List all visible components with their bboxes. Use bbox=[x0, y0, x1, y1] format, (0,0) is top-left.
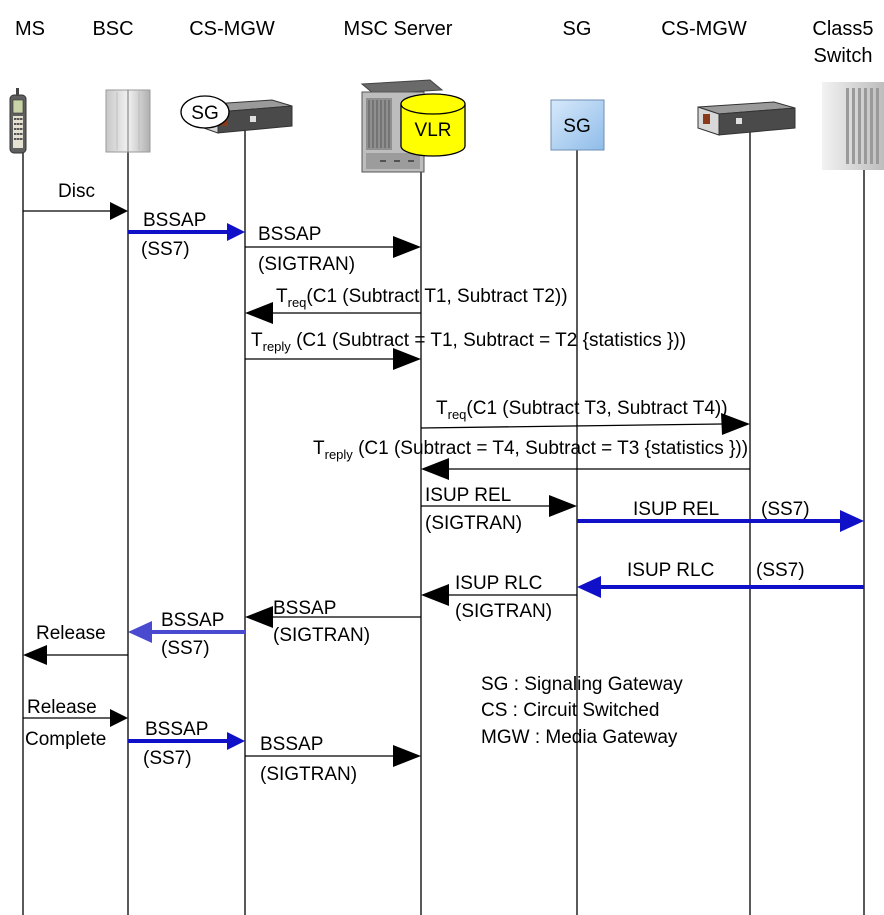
legend: SG : Signaling Gateway CS : Circuit Swit… bbox=[481, 674, 683, 748]
sg-badge-label: SG bbox=[191, 103, 218, 124]
msg-bssap-sigtran-3-line2: (SIGTRAN) bbox=[260, 764, 357, 785]
msg-bssap-sigtran-1: BSSAP (SIGTRAN) bbox=[245, 224, 421, 275]
msg-isup-rel-ss7: ISUP REL (SS7) bbox=[577, 499, 864, 532]
msg-release-complete-line1: Release bbox=[27, 697, 97, 718]
msg-disc-label: Disc bbox=[58, 181, 95, 202]
vlr-label: VLR bbox=[415, 120, 452, 141]
header-class5-line2: Switch bbox=[814, 45, 873, 67]
msg-isup-rlc-sigtran-line1: ISUP RLC bbox=[455, 573, 542, 594]
class5-switch-building-icon bbox=[822, 82, 884, 170]
header-cs-mgw-1: CS-MGW bbox=[189, 18, 275, 40]
header-ms: MS bbox=[15, 18, 45, 40]
msg-treply-2: Treply (C1 (Subtract = T4, Subtract = T3… bbox=[313, 438, 750, 480]
msg-disc: Disc bbox=[23, 181, 128, 220]
msg-bssap-ss7-3: BSSAP (SS7) bbox=[128, 719, 245, 769]
msg-isup-rel-ss7-tag: (SS7) bbox=[761, 499, 810, 520]
media-gateway-icon-2 bbox=[697, 101, 796, 136]
msg-isup-rel-sigtran: ISUP REL (SIGTRAN) bbox=[421, 485, 577, 534]
header-cs-mgw-2: CS-MGW bbox=[661, 18, 747, 40]
legend-mgw: MGW : Media Gateway bbox=[481, 727, 678, 748]
signaling-gateway-box: SG bbox=[550, 99, 605, 151]
msg-bssap-ss7-2-line1: BSSAP bbox=[161, 610, 224, 631]
msg-treq-1: Treq(C1 (Subtract T1, Subtract T2)) bbox=[245, 286, 568, 324]
msg-bssap-ss7-3-line2: (SS7) bbox=[143, 748, 192, 769]
vlr-database-icon: VLR bbox=[400, 93, 466, 157]
msg-bssap-ss7-2: BSSAP (SS7) bbox=[128, 610, 245, 659]
msg-bssap-ss7-1-line2: (SS7) bbox=[141, 239, 190, 260]
sg-badge: SG bbox=[180, 95, 230, 129]
msg-isup-rlc-sigtran: ISUP RLC (SIGTRAN) bbox=[421, 573, 577, 622]
msg-treply-1-label: Treply (C1 (Subtract = T1, Subtract = T2… bbox=[251, 330, 686, 354]
msg-bssap-sigtran-2-line1: BSSAP bbox=[273, 598, 336, 619]
msg-bssap-sigtran-2: BSSAP (SIGTRAN) bbox=[245, 598, 421, 646]
msg-bssap-ss7-3-line1: BSSAP bbox=[145, 719, 208, 740]
msg-release-label: Release bbox=[36, 623, 106, 644]
msg-treq-2: Treq(C1 (Subtract T3, Subtract T4)) bbox=[420, 398, 750, 435]
mobile-phone-icon bbox=[9, 88, 27, 154]
msg-isup-rel-sigtran-line1: ISUP REL bbox=[425, 485, 511, 506]
msg-release-complete: Release Complete bbox=[23, 697, 128, 750]
msg-isup-rel-ss7-label: ISUP REL bbox=[633, 499, 719, 520]
legend-sg: SG : Signaling Gateway bbox=[481, 674, 683, 695]
msg-bssap-sigtran-3: BSSAP (SIGTRAN) bbox=[245, 734, 421, 785]
sg-box-label: SG bbox=[563, 116, 590, 137]
msg-release: Release bbox=[23, 623, 128, 665]
msg-isup-rlc-sigtran-line2: (SIGTRAN) bbox=[455, 601, 552, 622]
bsc-cabinet-icon bbox=[105, 89, 151, 153]
msg-treply-1: Treply (C1 (Subtract = T1, Subtract = T2… bbox=[245, 330, 686, 370]
msg-bssap-sigtran-2-line2: (SIGTRAN) bbox=[273, 625, 370, 646]
msg-release-complete-line2: Complete bbox=[25, 729, 106, 750]
header-bsc: BSC bbox=[92, 18, 133, 40]
msg-treq-2-label: Treq(C1 (Subtract T3, Subtract T4)) bbox=[436, 398, 728, 422]
msg-treply-2-label: Treply (C1 (Subtract = T4, Subtract = T3… bbox=[313, 438, 748, 462]
legend-cs: CS : Circuit Switched bbox=[481, 700, 659, 721]
msg-isup-rlc-ss7: ISUP RLC (SS7) bbox=[577, 560, 864, 598]
msg-bssap-sigtran-3-line1: BSSAP bbox=[260, 734, 323, 755]
header-sg: SG bbox=[563, 18, 592, 40]
msg-treq-1-label: Treq(C1 (Subtract T1, Subtract T2)) bbox=[276, 286, 568, 310]
msg-isup-rlc-ss7-label: ISUP RLC bbox=[627, 560, 714, 581]
msg-bssap-ss7-2-line2: (SS7) bbox=[161, 638, 210, 659]
msg-isup-rlc-ss7-tag: (SS7) bbox=[756, 560, 805, 581]
msg-bssap-sigtran-1-line2: (SIGTRAN) bbox=[258, 254, 355, 275]
header-class5-line1: Class5 bbox=[812, 18, 873, 40]
msg-bssap-sigtran-1-line1: BSSAP bbox=[258, 224, 321, 245]
msg-isup-rel-sigtran-line2: (SIGTRAN) bbox=[425, 513, 522, 534]
msg-bssap-ss7-1-line1: BSSAP bbox=[143, 210, 206, 231]
msg-bssap-ss7-1: BSSAP (SS7) bbox=[128, 210, 245, 260]
header-msc-server: MSC Server bbox=[344, 18, 453, 40]
